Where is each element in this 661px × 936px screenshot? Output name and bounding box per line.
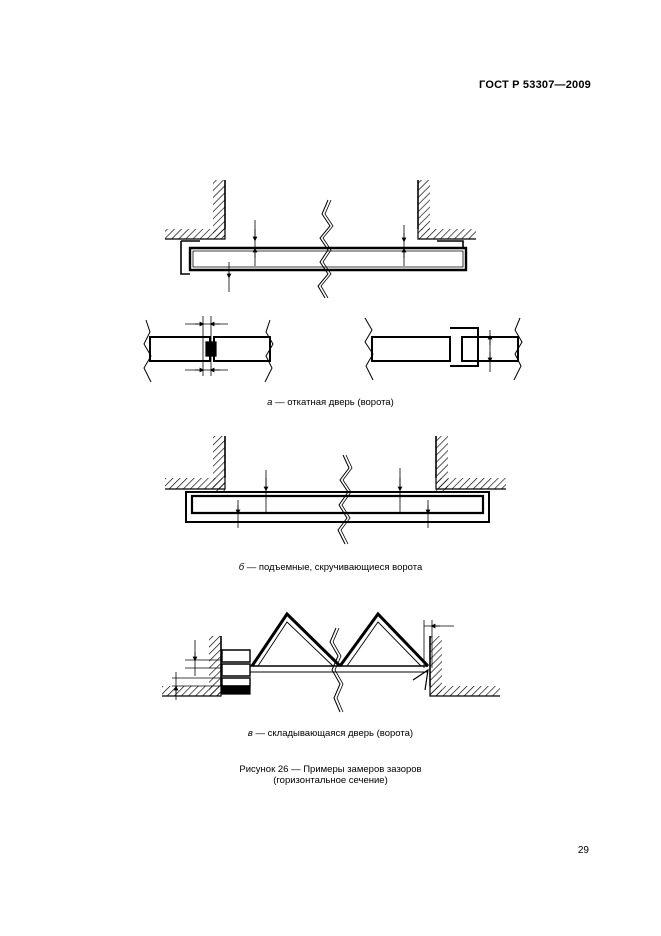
figure-title: Рисунок 26 — Примеры замеров зазоров (го… [0, 764, 661, 786]
figure-b-caption: б — подъемные, скручивающиеся ворота [0, 562, 661, 573]
figure-c-caption-text: — складывающаяся дверь (ворота) [252, 728, 414, 739]
figure-a-letter: а [267, 397, 273, 408]
figure-a-detail-left [144, 316, 273, 382]
page-number: 29 [577, 845, 589, 856]
figure-c-caption: в — складывающаяся дверь (ворота) [0, 728, 661, 739]
figure-c-drawing [162, 614, 500, 712]
figure-b-drawing [165, 436, 506, 544]
figure-title-line2: (горизонтальное сечение) [273, 775, 388, 786]
figure-b-caption-text: — подъемные, скручивающиеся ворота [244, 562, 423, 573]
document-standard-header: ГОСТ Р 53307—2009 [479, 79, 591, 91]
figure-b-letter: б [238, 562, 245, 573]
figure-a-main-drawing [165, 180, 476, 298]
figure-a-detail-right [365, 318, 522, 380]
figure-c-letter: в [247, 728, 253, 739]
figure-a-caption: а — откатная дверь (ворота) [0, 397, 661, 408]
figure-title-line1: Рисунок 26 — Примеры замеров зазоров [239, 764, 422, 775]
figure-a-caption-text: — откатная дверь (ворота) [272, 397, 394, 408]
